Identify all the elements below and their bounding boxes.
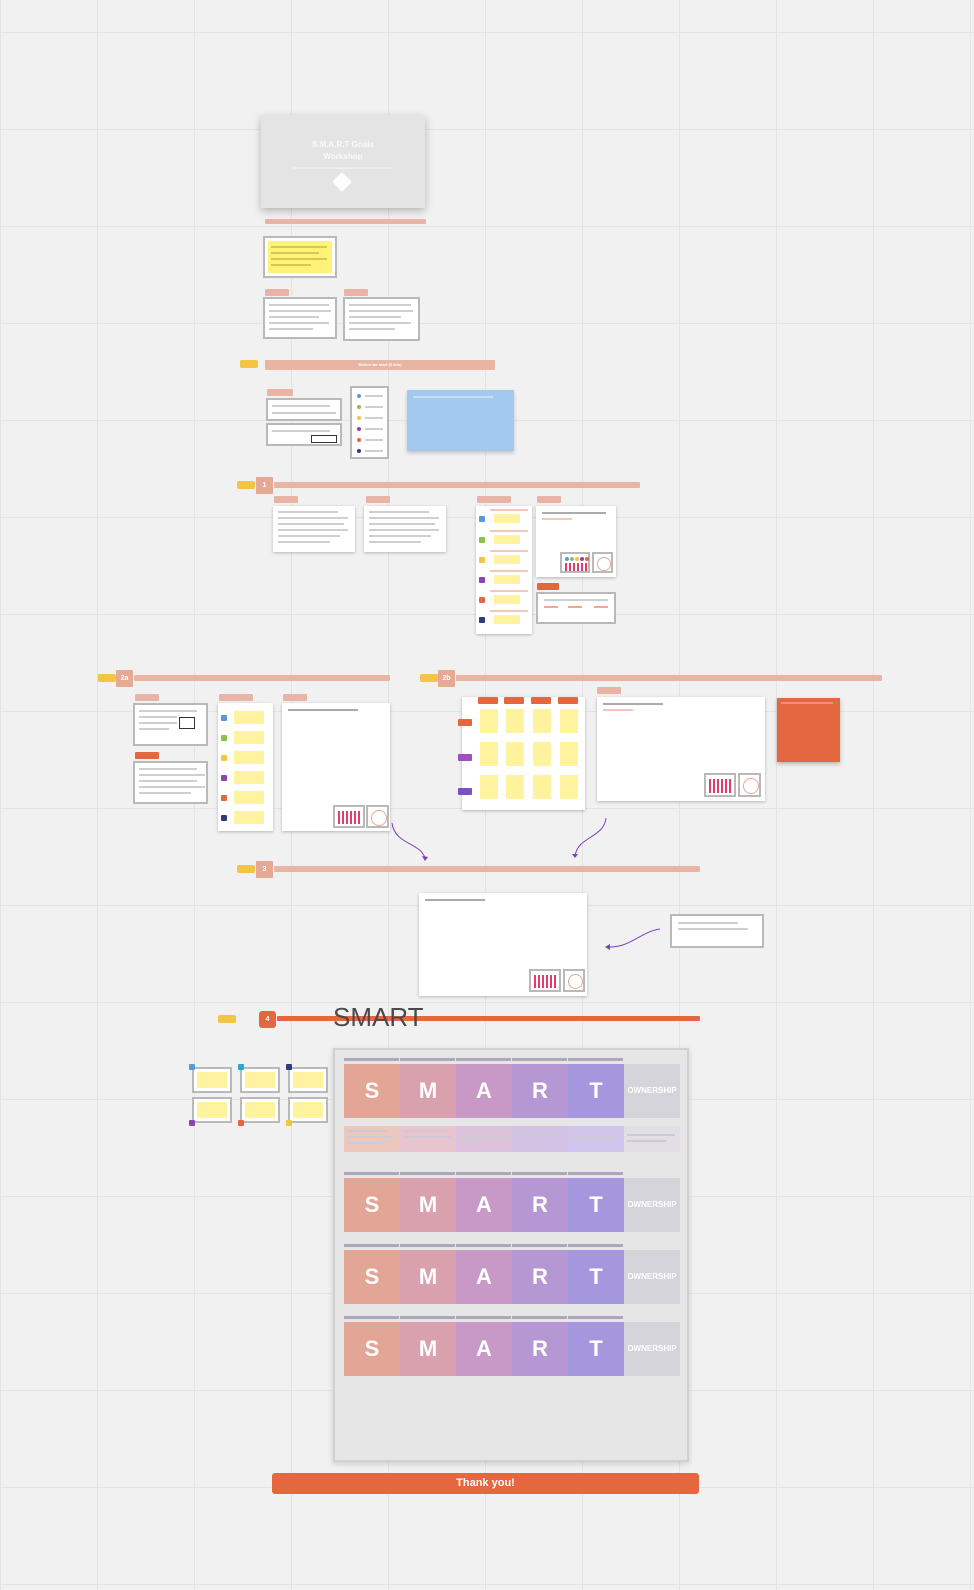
smart-letter-r: R [512,1178,568,1232]
title-card-text: S.M.A.R.T Goals Workshop [312,140,374,161]
step1-card-b[interactable] [364,506,446,552]
title-card[interactable]: S.M.A.R.T Goals Workshop [261,115,425,208]
smart-letter-t: T [568,1178,624,1232]
step-number-1: 1 [256,477,273,494]
icebreaker-card-b[interactable] [266,423,342,446]
smart-letter-t: T [568,1322,624,1376]
step2a-notes[interactable] [133,761,208,804]
logo-icon [332,172,352,192]
step3-comment[interactable] [670,914,764,948]
smart-letter-r: R [512,1064,568,1118]
ownership-label: OWNERSHIP [624,1322,680,1376]
intro-card-right[interactable] [343,297,420,341]
smart-letter-s: S [344,1322,400,1376]
smart-letter-s: S [344,1250,400,1304]
title-divider [265,219,426,224]
step-number-4: 4 [259,1011,276,1028]
section-band-before: Before we start (5 min) [265,360,495,370]
section-title: Before we start (5 min) [358,362,402,367]
ownership-label: OWNERSHIP [624,1064,680,1118]
blue-note[interactable] [407,390,514,451]
intro-card-left[interactable] [263,297,337,339]
step1-vote-card[interactable] [536,506,616,577]
ownership-label: OWNERSHIP [624,1250,680,1304]
step2b-grid-board[interactable] [462,697,585,810]
smart-letter-s: S [344,1178,400,1232]
section-band-4 [277,1016,700,1021]
icebreaker-card-a[interactable] [266,398,342,421]
color-legend-card[interactable] [350,386,389,459]
thank-you-text: Thank you! [456,1477,515,1489]
smart-letter-m: M [400,1064,456,1118]
time-badge [240,360,258,368]
step1-card-a[interactable] [273,506,355,552]
thank-you-banner: Thank you! [272,1473,699,1494]
smart-letter-r: R [512,1250,568,1304]
section-band-1 [274,482,640,488]
smart-heading: SMART [333,1002,424,1032]
ownership-label: OWNERSHIP [624,1178,680,1232]
smart-letter-m: M [400,1322,456,1376]
step-number-2a: 2a [116,670,133,687]
step3-vote-card[interactable] [419,893,587,996]
step-number-3: 3 [256,861,273,878]
sticky-clusters[interactable] [189,1064,329,1126]
agenda-card[interactable] [263,236,337,278]
smart-letter-s: S [344,1064,400,1118]
section-band-2a [134,675,390,681]
step2a-sticky-board[interactable] [218,703,273,831]
step2a-instructions[interactable] [133,703,208,746]
step1-summary-card[interactable] [536,592,616,624]
section-band-3 [274,866,700,872]
step2a-vote-card[interactable] [282,703,390,831]
smart-letter-r: R [512,1322,568,1376]
smart-letter-t: T [568,1250,624,1304]
smart-template-frame[interactable]: S M A R T OWNERSHIP S M A R T OWNERSHIP … [333,1048,689,1462]
section-band-2b [456,675,882,681]
smart-letter-m: M [400,1250,456,1304]
smart-letter-a: A [456,1178,512,1232]
smart-letter-t: T [568,1064,624,1118]
smart-letter-m: M [400,1178,456,1232]
step2b-vote-card[interactable] [597,697,765,801]
orange-note[interactable] [777,698,840,762]
step1-sticky-board[interactable] [476,506,532,634]
step-number-2b: 2b [438,670,455,687]
smart-letter-a: A [456,1250,512,1304]
smart-letter-a: A [456,1322,512,1376]
smart-letter-a: A [456,1064,512,1118]
